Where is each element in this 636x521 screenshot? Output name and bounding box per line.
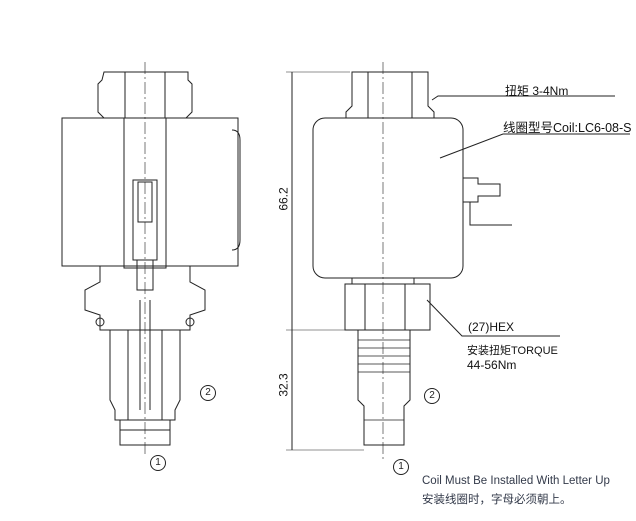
external-view <box>286 62 630 462</box>
port-2-marker-left: 2 <box>200 385 216 401</box>
coil-install-note-en: Coil Must Be Installed With Letter Up <box>422 475 610 487</box>
install-torque-label: 安装扭矩TORQUE <box>467 345 558 357</box>
dimension-lower: 32.3 <box>276 373 291 397</box>
port-1-marker-right: 1 <box>393 459 409 475</box>
torque-top-label: 扭矩 3-4Nm <box>505 84 569 98</box>
coil-model-label: 线圈型号Coil:LC6-08-S <box>503 121 632 135</box>
hex-label: (27)HEX <box>468 320 515 334</box>
install-torque-value: 44-56Nm <box>467 358 517 372</box>
port-1-marker-left: 1 <box>150 455 166 471</box>
port-2-marker-right: 2 <box>424 388 440 404</box>
dimension-upper: 66.2 <box>276 187 291 211</box>
sectional-view <box>61 62 241 455</box>
coil-install-note-cn: 安装线圈时，字母必须朝上。 <box>422 494 572 506</box>
